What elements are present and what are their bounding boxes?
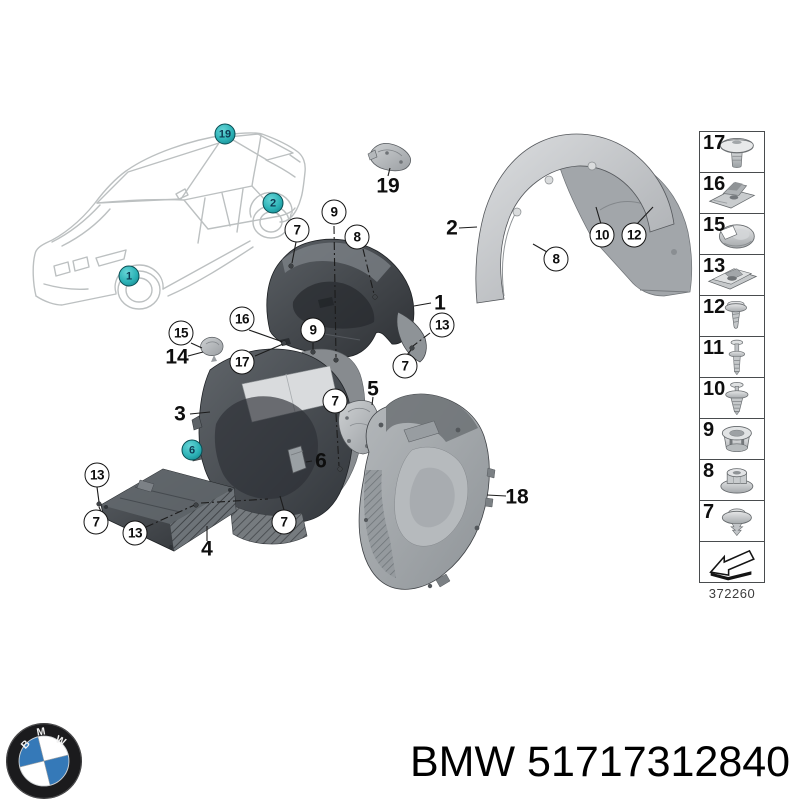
legend-number: 7 bbox=[703, 501, 715, 523]
fastener-callout-15: 15 bbox=[168, 320, 194, 346]
legend-row-13: 13 bbox=[699, 254, 765, 296]
legend-row-17: 17 bbox=[699, 131, 765, 173]
fastener-callout-8: 8 bbox=[344, 224, 370, 250]
fastener-callout-17: 17 bbox=[229, 349, 255, 375]
fastener-legend-rows: 17 16 15 13 12 11 10 9 8 7 bbox=[699, 131, 765, 542]
part-3-front-left-liner bbox=[190, 338, 366, 545]
legend-number: 10 bbox=[703, 378, 726, 400]
part-19-bracket bbox=[367, 143, 411, 172]
fastener-callout-7: 7 bbox=[392, 353, 418, 379]
part-6-cover bbox=[287, 445, 307, 474]
fastener-callout-13: 13 bbox=[429, 312, 455, 338]
fastener-callout-7: 7 bbox=[271, 509, 297, 535]
fastener-callout-12: 12 bbox=[621, 222, 647, 248]
legend-row-11: 11 bbox=[699, 336, 765, 378]
part-14-cap bbox=[200, 336, 224, 362]
diagram-number: 372260 bbox=[708, 586, 756, 601]
part-18-front-right-liner bbox=[358, 393, 496, 590]
arrow-down-left-icon bbox=[700, 542, 764, 582]
part-label-3: 3 bbox=[174, 402, 186, 426]
part-label-4: 4 bbox=[201, 537, 213, 561]
legend-row-7: 7 bbox=[699, 500, 765, 542]
roundel-quadrants bbox=[19, 736, 69, 786]
fastener-callout-13: 13 bbox=[84, 462, 110, 488]
fastener-callout-9: 9 bbox=[300, 317, 326, 343]
location-marker-1: 1 bbox=[118, 265, 140, 287]
bmw-roundel-logo: B M W bbox=[6, 723, 82, 799]
legend-number: 15 bbox=[703, 214, 726, 236]
legend-number: 8 bbox=[703, 460, 715, 482]
legend-row-12: 12 bbox=[699, 295, 765, 337]
fastener-position-dots bbox=[96, 263, 415, 508]
legend-row-8: 8 bbox=[699, 459, 765, 501]
location-marker-6: 6 bbox=[181, 439, 203, 461]
fastener-callout-9: 9 bbox=[321, 199, 347, 225]
legend-number: 11 bbox=[703, 337, 725, 359]
legend-number: 17 bbox=[703, 132, 726, 154]
fastener-legend: 17 16 15 13 12 11 10 9 8 7 372260 bbox=[699, 131, 765, 601]
legend-row-9: 9 bbox=[699, 418, 765, 460]
direction-arrow-box bbox=[699, 541, 765, 583]
fastener-callout-16: 16 bbox=[229, 306, 255, 332]
product-title: BMW 51717312840 bbox=[410, 738, 791, 786]
legend-number: 12 bbox=[703, 296, 726, 318]
part-label-19: 19 bbox=[376, 174, 400, 198]
fastener-callout-8: 8 bbox=[543, 246, 569, 272]
fastener-callout-7: 7 bbox=[284, 217, 310, 243]
legend-row-15: 15 bbox=[699, 213, 765, 255]
fastener-callout-10: 10 bbox=[589, 222, 615, 248]
part-label-2: 2 bbox=[446, 216, 458, 240]
legend-row-16: 16 bbox=[699, 172, 765, 214]
part-label-18: 18 bbox=[505, 485, 529, 509]
part-label-6: 6 bbox=[315, 449, 327, 473]
part-2-rear-right-liner bbox=[475, 133, 693, 304]
fastener-callout-7: 7 bbox=[83, 509, 109, 535]
fastener-callout-7: 7 bbox=[322, 388, 348, 414]
legend-number: 16 bbox=[703, 173, 726, 195]
location-marker-19: 19 bbox=[214, 123, 236, 145]
part-label-14: 14 bbox=[165, 345, 189, 369]
part-label-1: 1 bbox=[434, 291, 446, 315]
leader-lines bbox=[96, 167, 654, 541]
car-outline-drawing bbox=[32, 132, 306, 310]
fastener-callout-13: 13 bbox=[122, 520, 148, 546]
part-label-5: 5 bbox=[367, 377, 379, 401]
legend-number: 13 bbox=[703, 255, 726, 277]
legend-row-10: 10 bbox=[699, 377, 765, 419]
location-marker-2: 2 bbox=[262, 192, 284, 214]
legend-number: 9 bbox=[703, 419, 715, 441]
svg-text:M: M bbox=[36, 725, 47, 738]
